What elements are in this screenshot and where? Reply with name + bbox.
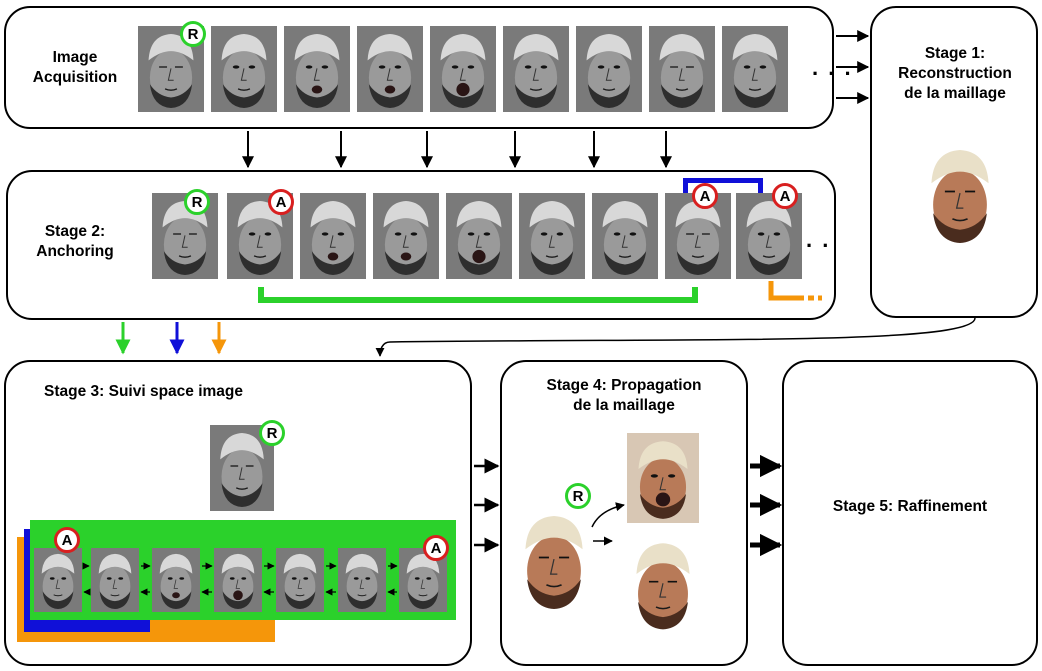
anchoring-frame-7 — [592, 193, 658, 279]
stage2-label-line1: Stage 2: — [44, 223, 106, 240]
stage2-label-line2: Anchoring — [36, 243, 114, 260]
acquisition-frame-6 — [503, 26, 569, 112]
stage1-label-line3: de la maillage — [904, 85, 1006, 102]
stage2-ellipsis: . . — [806, 227, 831, 252]
anchoring-frame-2 — [227, 193, 293, 279]
acquisition-frame-2 — [211, 26, 277, 112]
reference-badge-stage3: R — [259, 420, 285, 446]
acquisition-frame-9 — [722, 26, 788, 112]
stage3-strip-frame-6 — [338, 548, 386, 612]
acquisition-label-line1: Image — [52, 49, 98, 66]
stage3-strip-frame-5 — [276, 548, 324, 612]
orange-bracket — [768, 281, 804, 301]
frame-chain-arrows — [82, 562, 398, 596]
acquisition-frame-8 — [649, 26, 715, 112]
stage4-panel — [500, 360, 748, 666]
stage3-strip-frame-4 — [214, 548, 262, 612]
stage5-panel — [782, 360, 1038, 666]
stage4-label-line2: de la maillage — [573, 397, 675, 414]
reference-badge-acquisition: R — [180, 21, 206, 47]
acquisition-ellipsis: . . . — [812, 55, 853, 80]
stage3-strip-frame-3 — [152, 548, 200, 612]
acquisition-frame-4 — [357, 26, 423, 112]
stage4-propagated-mesh-bad — [627, 433, 699, 523]
anchor-badge-2: A — [268, 189, 294, 215]
stage2-label: Stage 2: Anchoring — [20, 222, 130, 262]
anchor-badge-stage3-right: A — [423, 535, 449, 561]
anchor-badge-8: A — [692, 183, 718, 209]
stage1-label-line2: Reconstruction — [898, 65, 1012, 82]
stage5-label: Stage 5: Raffinement — [832, 498, 988, 515]
acquisition-label: Image Acquisition — [20, 48, 130, 88]
acquisition-label-line2: Acquisition — [32, 69, 118, 86]
stage1-label-line1: Stage 1: — [924, 45, 986, 62]
stage3-strip-frame-1 — [34, 548, 82, 612]
anchoring-frame-5 — [446, 193, 512, 279]
anchor-badge-9: A — [772, 183, 798, 209]
stage4-label: Stage 4: Propagation de la maillage — [505, 376, 743, 416]
arrow-stage1-to-stage3 — [375, 317, 976, 357]
anchoring-frame-3 — [300, 193, 366, 279]
stage3-label: Stage 3: Suivi space image — [44, 383, 244, 400]
stage1-reconstructed-mesh — [918, 140, 1002, 248]
stage1-label: Stage 1: Reconstruction de la maillage — [880, 44, 1030, 104]
stage4-label-line1: Stage 4: Propagation — [546, 377, 702, 394]
acquisition-frame-5 — [430, 26, 496, 112]
stage4-source-mesh — [512, 506, 596, 614]
anchor-badge-stage3-left: A — [54, 527, 80, 553]
arrow-propagate-up — [591, 502, 625, 528]
reference-badge-stage4: R — [565, 483, 591, 509]
acquisition-frame-7 — [576, 26, 642, 112]
green-bracket — [258, 287, 698, 303]
blue-bracket — [683, 178, 763, 196]
anchoring-frame-4 — [373, 193, 439, 279]
stage3-strip-frame-2 — [91, 548, 139, 612]
reference-badge-anchoring: R — [184, 189, 210, 215]
acquisition-frame-3 — [284, 26, 350, 112]
stage4-propagated-mesh-good — [624, 534, 702, 634]
anchoring-frame-6 — [519, 193, 585, 279]
